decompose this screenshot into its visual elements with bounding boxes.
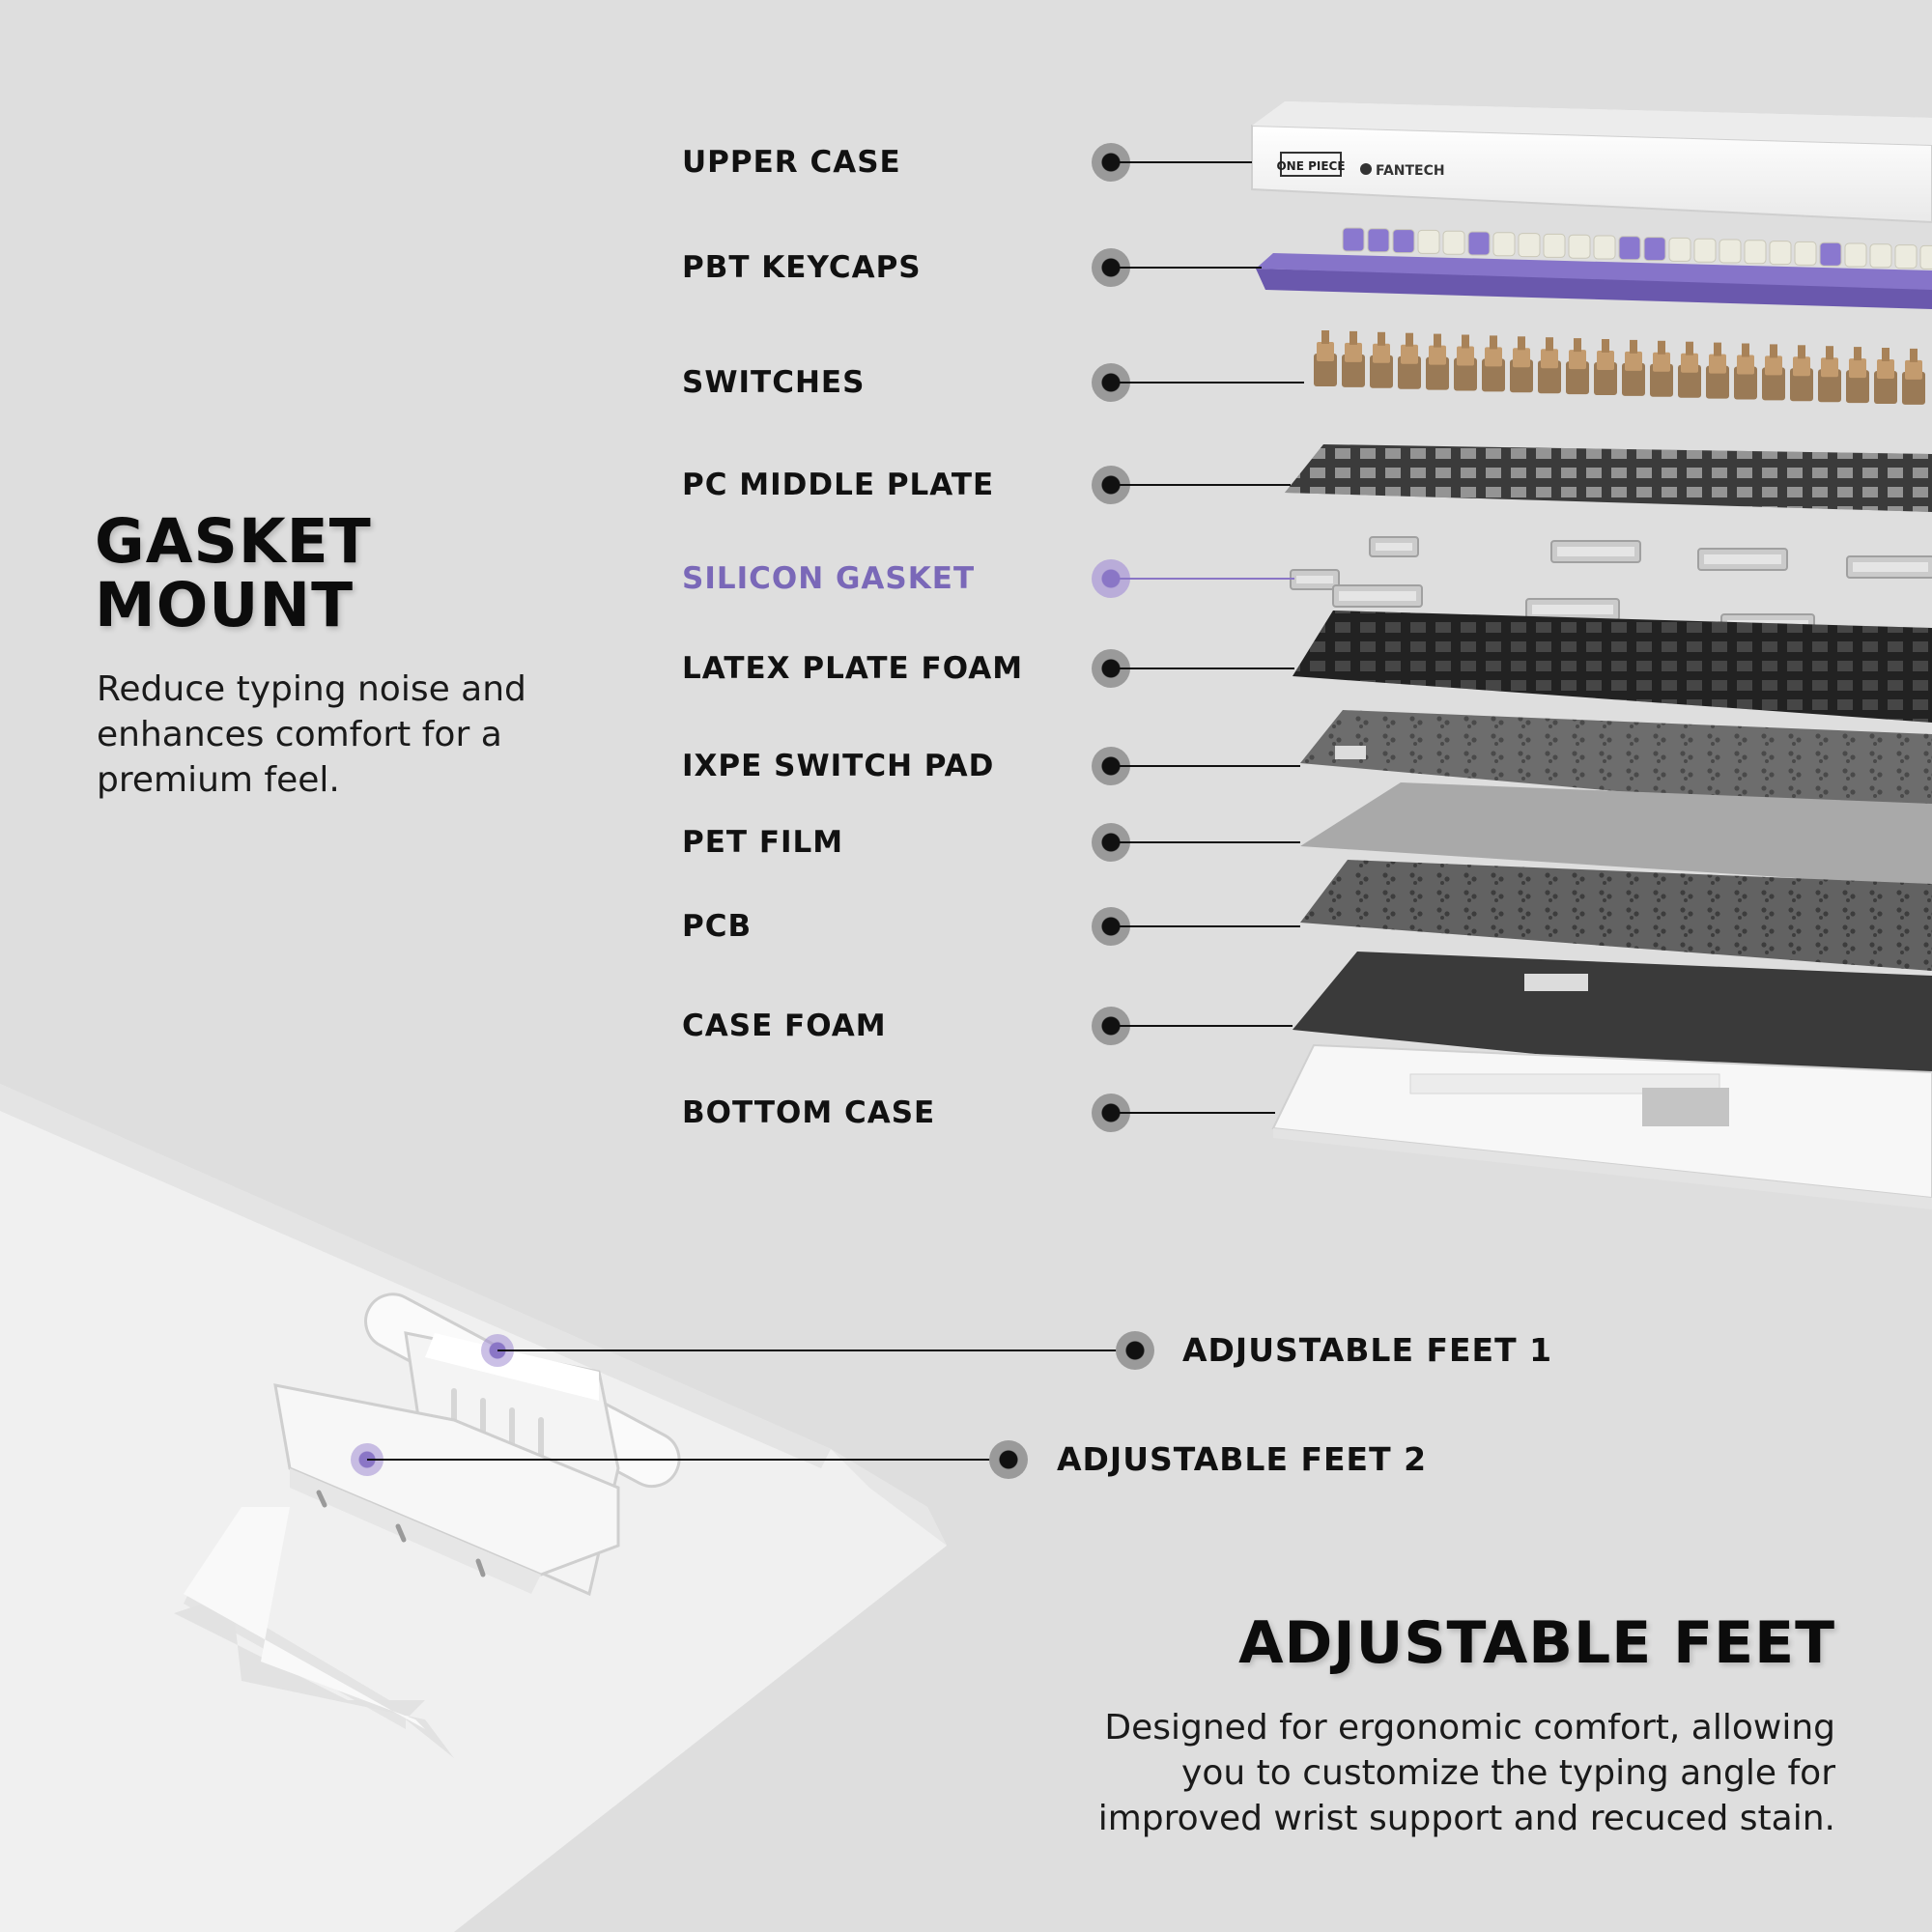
case-foam-art — [1293, 952, 1932, 1094]
layer-leader-line — [1111, 841, 1300, 843]
layer-label: BOTTOM CASE — [682, 1095, 936, 1130]
adjustable-feet-title: ADJUSTABLE FEET — [1238, 1609, 1835, 1677]
layer-label: PET FILM — [682, 825, 844, 860]
feet-2-leader — [367, 1459, 1009, 1461]
layer-label: PBT KEYCAPS — [682, 250, 922, 285]
feet-description-line-1: Designed for ergonomic comfort, allowing — [1104, 1708, 1835, 1747]
layer-label: PCB — [682, 909, 753, 944]
feet-2-label: ADJUSTABLE FEET 2 — [1057, 1440, 1428, 1478]
ixpe-switch-pad-art — [1300, 710, 1932, 819]
gasket-mount-description: Reduce typing noise and enhances comfort… — [97, 669, 526, 800]
feet-1-marker[interactable] — [1116, 1331, 1154, 1370]
feet-1-leader — [497, 1350, 1135, 1351]
gasket-title-line-2: MOUNT — [95, 570, 355, 641]
adjustable-feet-description: Designed for ergonomic comfort, allowing… — [1043, 1705, 1835, 1841]
layer-label: SWITCHES — [682, 365, 866, 400]
layer-label: CASE FOAM — [682, 1009, 887, 1043]
feet-2-marker[interactable] — [989, 1440, 1028, 1479]
fantech-brand: FANTECH — [1376, 163, 1445, 179]
pcb-art — [1300, 860, 1932, 971]
layer-leader-line — [1111, 925, 1300, 927]
feet-1-label: ADJUSTABLE FEET 1 — [1182, 1331, 1553, 1369]
bottom-case-art — [1271, 1043, 1932, 1209]
layer-leader-line — [1111, 267, 1262, 269]
layer-leader-line — [1111, 161, 1252, 163]
upper-case-art: ONE PIECE FANTECH — [1251, 101, 1932, 224]
adjustable-feet-art — [174, 1293, 681, 1758]
layer-leader-line — [1111, 668, 1294, 669]
layer-label: PC MIDDLE PLATE — [682, 468, 995, 502]
one-piece-logo: ONE PIECE — [1276, 159, 1345, 173]
layer-label: SILICON GASKET — [682, 561, 976, 596]
feet-description-line-3: improved wrist support and recuced stain… — [1097, 1799, 1835, 1838]
exploded-keyboard-illustration: ONE PIECE FANTECH — [1251, 101, 1932, 1209]
latex-plate-foam-art — [1293, 611, 1932, 723]
feet-description-line-2: you to customize the typing angle for — [1181, 1753, 1835, 1793]
layer-leader-line — [1111, 1112, 1275, 1114]
keycaps-art — [1256, 227, 1932, 309]
layer-leader-line — [1111, 484, 1291, 486]
pet-film-art — [1300, 782, 1932, 887]
pc-middle-plate-art — [1285, 444, 1932, 512]
gasket-mount-title: GASKET MOUNT — [95, 506, 500, 641]
switches-art — [1314, 330, 1925, 405]
layer-label: IXPE SWITCH PAD — [682, 749, 995, 783]
layer-leader-line — [1111, 765, 1300, 767]
layer-label: UPPER CASE — [682, 145, 901, 180]
layer-label: LATEX PLATE FOAM — [682, 651, 1024, 686]
layer-leader-line — [1111, 382, 1304, 384]
gasket-title-line-1: GASKET — [95, 506, 372, 577]
layer-leader-line — [1111, 578, 1294, 580]
layer-leader-line — [1111, 1025, 1293, 1027]
